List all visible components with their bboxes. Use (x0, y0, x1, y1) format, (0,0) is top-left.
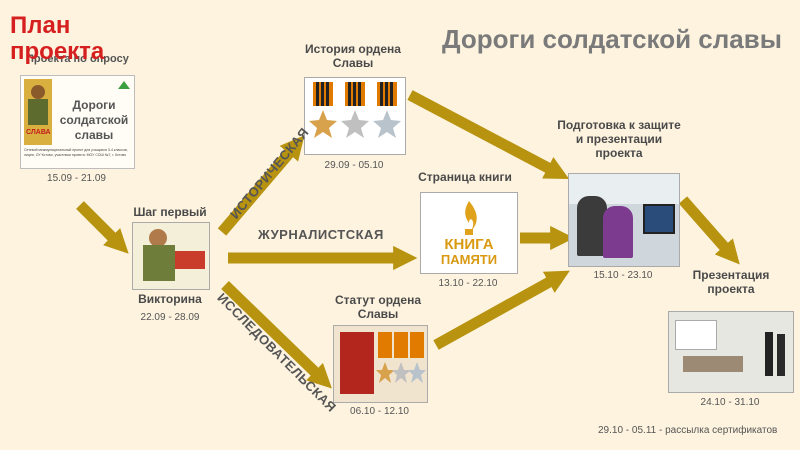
step-first-sublabel: Викторина (120, 292, 220, 306)
order-booklet (340, 332, 374, 394)
road-journalistic: ЖУРНАЛИСТСКАЯ (258, 227, 384, 242)
history-label: История ордена Славы (302, 42, 404, 70)
prep-photo (568, 173, 680, 267)
book-logo-line2: ПАМЯТИ (421, 253, 517, 267)
arrow-cover-to-step (80, 205, 115, 240)
laptop-screen (643, 204, 675, 234)
statute-label: Статут ордена Славы (326, 293, 430, 321)
prep-label: Подготовка к защите и презентации проект… (556, 118, 682, 160)
cover-title: Дороги солдатской славы (55, 98, 133, 143)
presentation-photo (668, 311, 794, 393)
book-dates: 13.10 - 22.10 (420, 278, 516, 289)
statute-dates: 06.10 - 12.10 (333, 406, 426, 417)
prep-dates: 15.10 - 23.10 (568, 270, 678, 281)
plan-title: План проекта (10, 13, 130, 65)
arrow-prep-to-presentation (683, 200, 727, 250)
cover-dates: 15.09 - 21.09 (20, 173, 133, 184)
footer-note: 29.10 - 05.11 - рассылка сертификатов (598, 425, 777, 436)
cover-caption: Сетевой межмуниципальный проект для учащ… (24, 148, 131, 158)
arrow-step-to-statute (225, 285, 318, 375)
book-logo-line1: КНИГА (421, 237, 517, 252)
step-first-label: Шаг первый (120, 205, 220, 219)
main-title: Дороги солдатской славы (442, 24, 782, 55)
quiz-image (132, 222, 210, 290)
cover-image: СЛАВА Дороги солдатской славы Сетевой ме… (20, 75, 135, 169)
emblem-icon (117, 80, 131, 90)
order-medal-1 (309, 82, 337, 138)
book-label: Страница книги (405, 170, 525, 184)
presentation-dates: 24.10 - 31.10 (668, 397, 792, 408)
step-first-dates: 22.09 - 28.09 (120, 312, 220, 323)
soldier-poster: СЛАВА (24, 79, 52, 145)
order-medal-2 (341, 82, 369, 138)
order-medal-3 (373, 82, 401, 138)
orders-image (304, 77, 406, 155)
poster-text: СЛАВА (26, 129, 50, 136)
statute-image (333, 325, 428, 403)
book-of-memory-image: КНИГА ПАМЯТИ (420, 192, 518, 274)
presentation-label: Презентация проекта (684, 268, 778, 296)
arrow-history-to-prep (410, 95, 552, 170)
arrow-statute-to-prep (436, 280, 553, 345)
history-dates: 29.09 - 05.10 (304, 160, 404, 171)
